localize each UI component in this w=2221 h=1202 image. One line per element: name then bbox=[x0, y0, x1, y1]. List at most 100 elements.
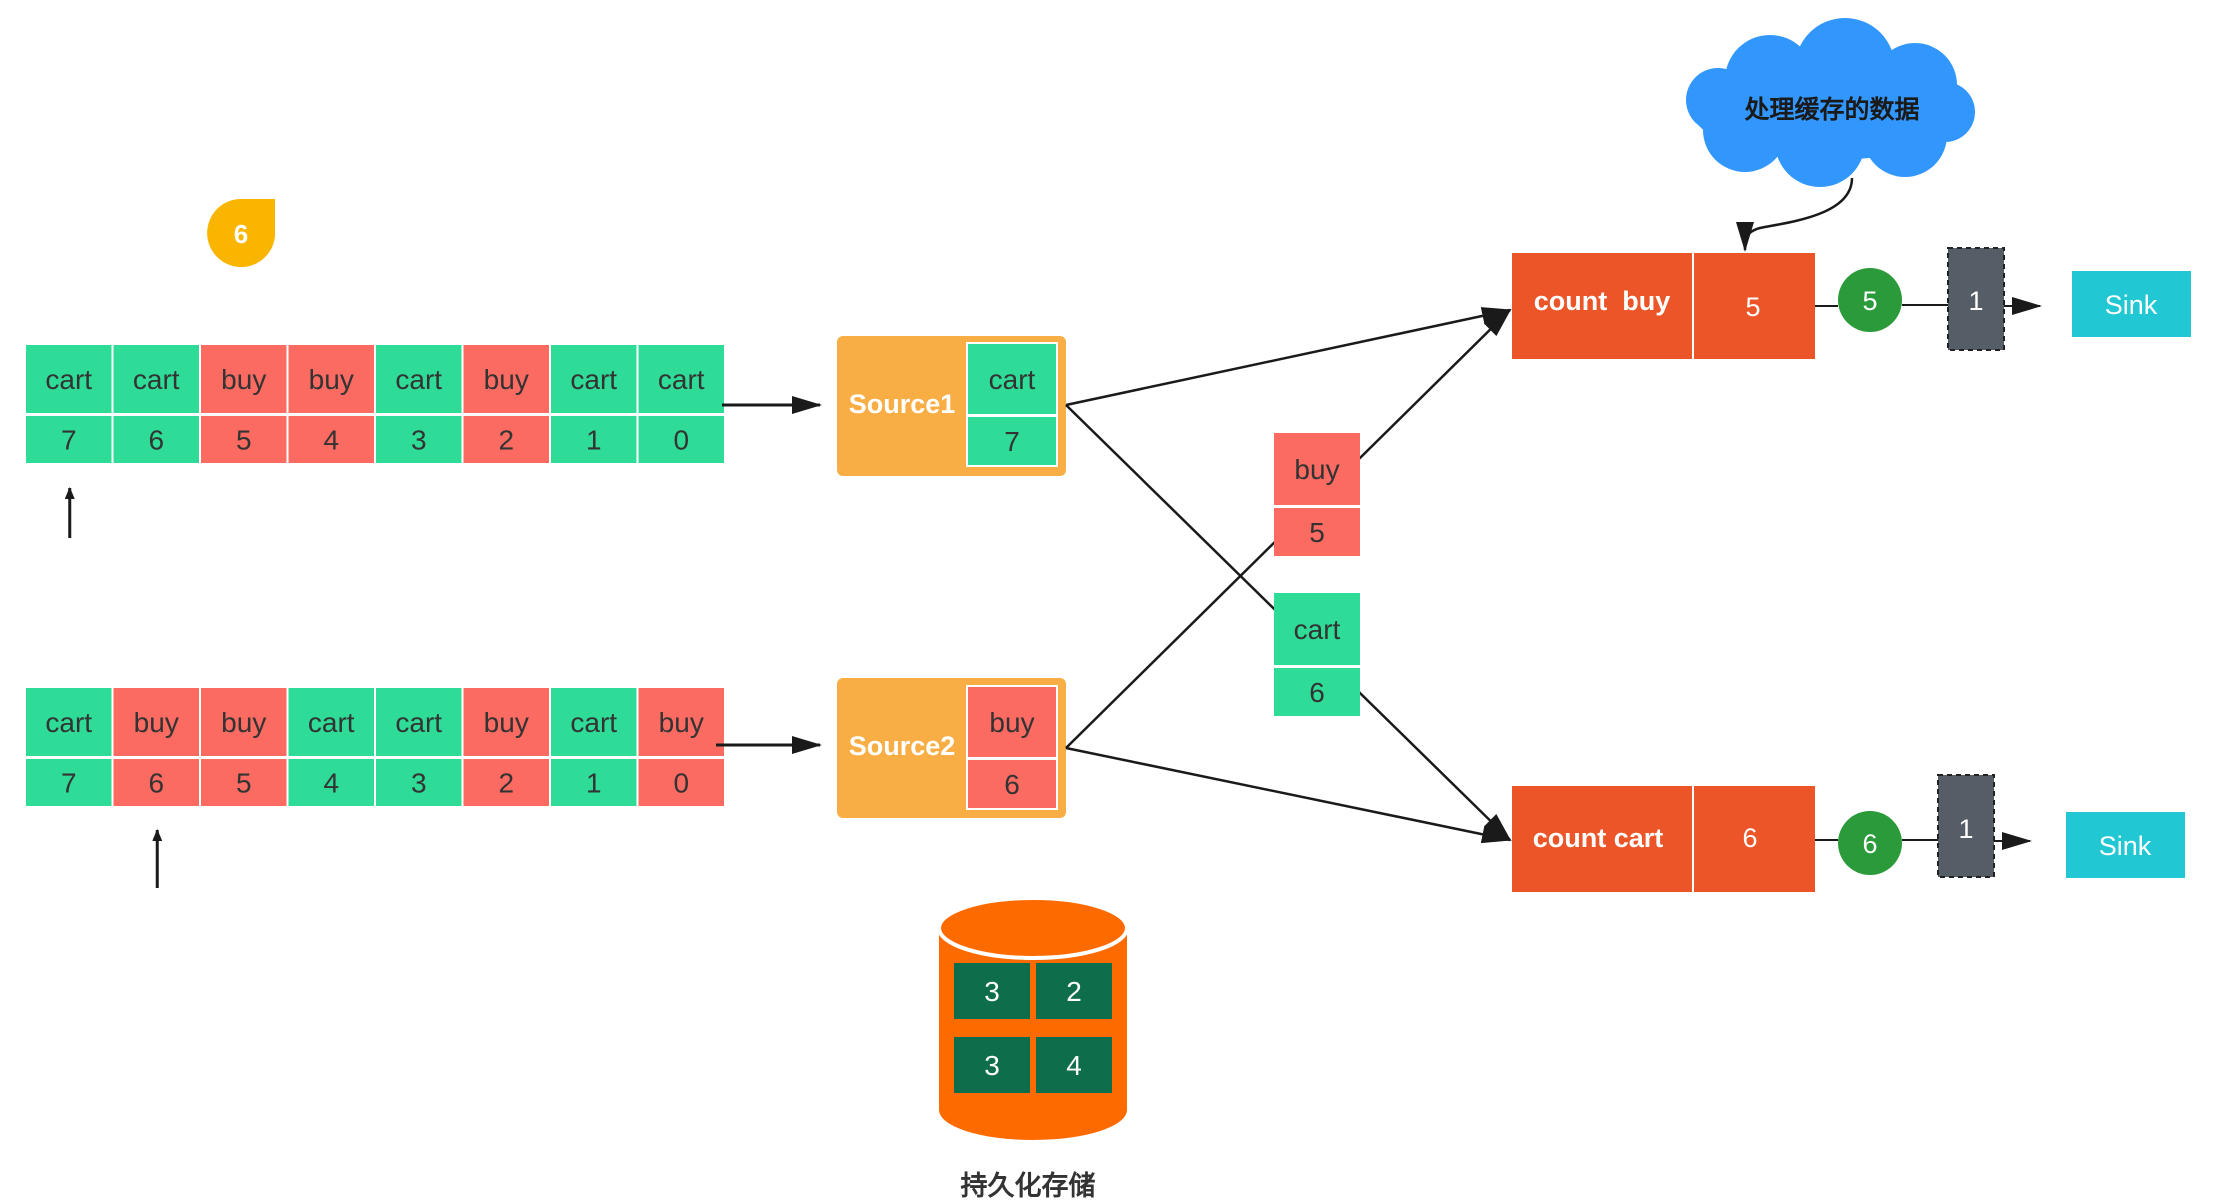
stream2-item-4: cart 3 bbox=[376, 688, 462, 806]
stream1-item-3-type: buy bbox=[309, 364, 354, 395]
storage-cell-2-box bbox=[954, 1037, 1030, 1093]
count-cart-sink-label: Sink bbox=[2099, 831, 2152, 861]
stream2-item-7-type-cell bbox=[638, 688, 724, 756]
stream2-item-5-offset-cell bbox=[463, 759, 549, 806]
in-flight-record-0-offset: 5 bbox=[1309, 517, 1325, 548]
source2-record-type-cell bbox=[968, 687, 1056, 757]
stream1-item-7-type: cart bbox=[658, 364, 705, 395]
stream2-item-4-type-cell bbox=[376, 688, 462, 756]
stream2-item-7-offset: 0 bbox=[673, 768, 689, 799]
count-buy-value: 5 bbox=[1745, 292, 1760, 322]
stream2-item-0-type: cart bbox=[45, 707, 92, 738]
stream2-item-3-type: cart bbox=[308, 707, 355, 738]
stream2-item-7: buy 0 bbox=[638, 688, 724, 806]
storage-label: 持久化存储 bbox=[961, 1171, 1096, 1201]
stream1-item-5-type-cell bbox=[463, 345, 549, 413]
stream1-item-2-type: buy bbox=[221, 364, 266, 395]
stream2-item-4-offset: 3 bbox=[411, 768, 427, 799]
stream2-item-5-offset: 2 bbox=[498, 768, 514, 799]
stream2-item-0-type-cell bbox=[26, 688, 112, 756]
stream1-item-7-offset-cell bbox=[638, 416, 724, 463]
source2-node: Source2 buy 6 bbox=[837, 678, 1066, 818]
stream1-item-1-type: cart bbox=[133, 364, 180, 395]
stream1-item-2-offset: 5 bbox=[236, 425, 252, 456]
stream1-item-7-offset: 0 bbox=[673, 425, 689, 456]
stream1-item-2-offset-cell bbox=[201, 416, 287, 463]
edge-source1-to-count-buy bbox=[1065, 307, 1512, 407]
stream1-item-5-offset: 2 bbox=[498, 425, 514, 456]
stream2-item-4-type: cart bbox=[395, 707, 442, 738]
storage-cell-2: 3 bbox=[984, 1050, 1000, 1081]
cloud-shape-icon bbox=[1686, 18, 1975, 187]
stream1-item-2-type-cell bbox=[201, 345, 287, 413]
count-cart-value: 6 bbox=[1742, 823, 1757, 853]
storage-cell-3: 4 bbox=[1066, 1050, 1082, 1081]
stream1-item-5: buy 2 bbox=[463, 345, 549, 463]
count-buy-output-count: 5 bbox=[1862, 286, 1877, 316]
stream1-item-4-offset: 3 bbox=[411, 425, 427, 456]
source2-label: Source2 bbox=[849, 731, 956, 761]
stream1-item-6-offset: 1 bbox=[586, 425, 602, 456]
count-buy-operator: count buy 5 bbox=[1512, 253, 1815, 359]
in-flight-record-0-type-cell bbox=[1274, 433, 1360, 505]
count-buy-barrier-label: 1 bbox=[1968, 286, 1983, 316]
count-buy-sink-label: Sink bbox=[2105, 290, 2158, 320]
stream1-item-6: cart 1 bbox=[551, 345, 637, 463]
count-cart-barrier-label: 1 bbox=[1958, 814, 1973, 844]
source1-record-type: cart bbox=[989, 364, 1036, 395]
count-buy-label: count buy bbox=[1534, 286, 1671, 316]
edge-source2-to-count-cart bbox=[1065, 746, 1512, 844]
stream1-item-2: buy 5 bbox=[201, 345, 287, 463]
stream2-item-1-offset: 6 bbox=[148, 768, 164, 799]
count-cart-operator: count cart 6 bbox=[1512, 786, 1815, 892]
stream1-item-5-type: buy bbox=[484, 364, 529, 395]
stream1-item-0-type-cell bbox=[26, 345, 112, 413]
count-cart-barrier bbox=[1937, 774, 1995, 878]
source2-record-type: buy bbox=[989, 707, 1034, 738]
count-buy-sink bbox=[2072, 271, 2191, 337]
count-buy-box bbox=[1512, 253, 1815, 359]
stream1-item-6-type: cart bbox=[570, 364, 617, 395]
storage-cell-0-box bbox=[954, 963, 1030, 1019]
stream2-item-1-type-cell bbox=[113, 688, 199, 756]
in-flight-record-0-offset-cell bbox=[1274, 508, 1360, 556]
source2-record: buy 6 bbox=[968, 687, 1056, 808]
source2-record-offset: 6 bbox=[1004, 769, 1020, 800]
in-flight-record-1-type-cell bbox=[1274, 593, 1360, 665]
stream1-item-5-offset-cell bbox=[463, 416, 549, 463]
badge: 6 bbox=[207, 199, 275, 267]
stream2-item-3-offset-cell bbox=[288, 759, 374, 806]
count-buy-barrier bbox=[1947, 247, 2005, 351]
cloud-callout: 处理缓存的数据 bbox=[1686, 18, 1975, 252]
stream2-item-5-type-cell bbox=[463, 688, 549, 756]
stream1-item-0-offset-cell bbox=[26, 416, 112, 463]
stream2-item-7-type: buy bbox=[659, 707, 704, 738]
in-flight-record-0-type: buy bbox=[1294, 454, 1339, 485]
source1-record-offset-cell bbox=[968, 417, 1056, 465]
stream1-item-0-offset: 7 bbox=[61, 425, 77, 456]
source1-label: Source1 bbox=[849, 389, 956, 419]
stream1-item-3-offset-cell bbox=[288, 416, 374, 463]
stream1-item-1-offset-cell bbox=[113, 416, 199, 463]
stream1-item-1-type-cell bbox=[113, 345, 199, 413]
stream2-item-6-offset: 1 bbox=[586, 768, 602, 799]
stream2-item-2-offset-cell bbox=[201, 759, 287, 806]
cloud-connector bbox=[1736, 177, 1854, 252]
stream1-item-6-offset-cell bbox=[551, 416, 637, 463]
count-cart-sink bbox=[2066, 812, 2185, 878]
source2-current-record: buy 6 bbox=[966, 685, 1058, 810]
